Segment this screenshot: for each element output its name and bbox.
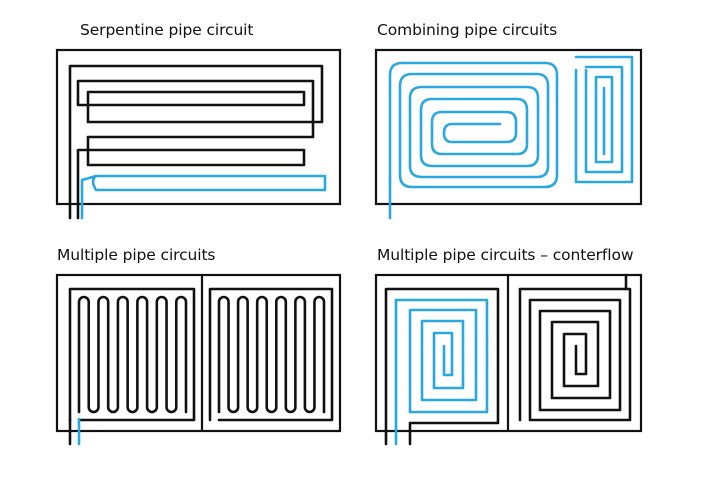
supply-pipe — [68, 64, 324, 220]
left-spiral — [394, 298, 489, 446]
right-spiral — [518, 287, 632, 422]
right-circuit — [208, 287, 334, 422]
panel-title-combining: Combining pipe circuits — [377, 21, 558, 39]
panel-title-serpentine: Serpentine pipe circuit — [80, 21, 254, 39]
panel-title-counterflow: Multiple pipe circuits – conterflow — [377, 246, 634, 264]
return-pipe — [80, 174, 327, 220]
room-outline — [374, 48, 643, 206]
outer-dark-loop — [384, 287, 500, 446]
room-outline — [55, 273, 342, 433]
serpentine-panel — [55, 48, 342, 220]
combining-panel — [374, 48, 643, 220]
multiple-panel — [55, 273, 342, 446]
left-circuit — [68, 287, 196, 422]
counterflow-panel — [374, 273, 643, 446]
spiral-circuit — [388, 61, 559, 220]
room-outline — [55, 48, 342, 206]
small-circuit — [574, 55, 634, 184]
panel-title-multiple: Multiple pipe circuits — [57, 246, 216, 264]
